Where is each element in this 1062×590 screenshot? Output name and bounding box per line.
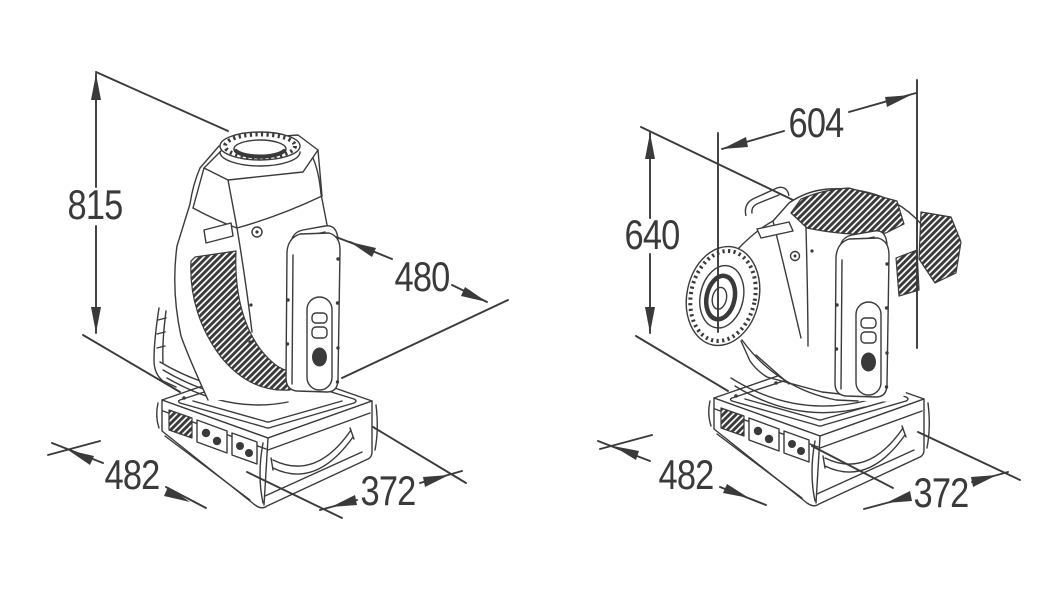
dim-label-815: 815 bbox=[68, 181, 123, 228]
yoke-arm-upright bbox=[285, 225, 341, 393]
lens-front bbox=[685, 245, 761, 347]
dimension-height-815: 815 bbox=[68, 71, 229, 393]
rear-vent-panel bbox=[918, 211, 962, 284]
vent-grille bbox=[190, 250, 291, 391]
dimension-base-depth-372-left: 372 bbox=[246, 426, 467, 519]
dimension-height-640: 640 bbox=[625, 126, 794, 392]
dim-label-604: 604 bbox=[789, 99, 845, 146]
dimension-width-604: 604 bbox=[717, 79, 918, 349]
dimension-base-depth-372-right: 372 bbox=[811, 431, 1021, 516]
dim-label-480: 480 bbox=[395, 253, 450, 300]
lens-opening bbox=[219, 131, 301, 167]
head-display bbox=[203, 222, 234, 244]
top-vent-grille bbox=[790, 187, 905, 235]
dim-label-640: 640 bbox=[625, 211, 680, 258]
yoke-arm-tilted bbox=[834, 230, 890, 398]
dim-label-372-right: 372 bbox=[914, 469, 969, 516]
dim-label-372-left: 372 bbox=[361, 467, 416, 514]
dimension-base-width-482-left: 482 bbox=[47, 440, 207, 509]
dim-label-482-right: 482 bbox=[659, 451, 714, 498]
dim-label-482-left: 482 bbox=[105, 451, 160, 498]
dimension-base-width-482-right: 482 bbox=[597, 434, 767, 506]
yoke-tilted bbox=[730, 377, 870, 414]
head-display bbox=[756, 221, 794, 239]
dimension-head-depth-480: 480 bbox=[335, 236, 509, 379]
fixture-upright-view bbox=[153, 131, 378, 509]
head-forward bbox=[685, 186, 962, 402]
fixture-tilted-view bbox=[685, 186, 962, 507]
